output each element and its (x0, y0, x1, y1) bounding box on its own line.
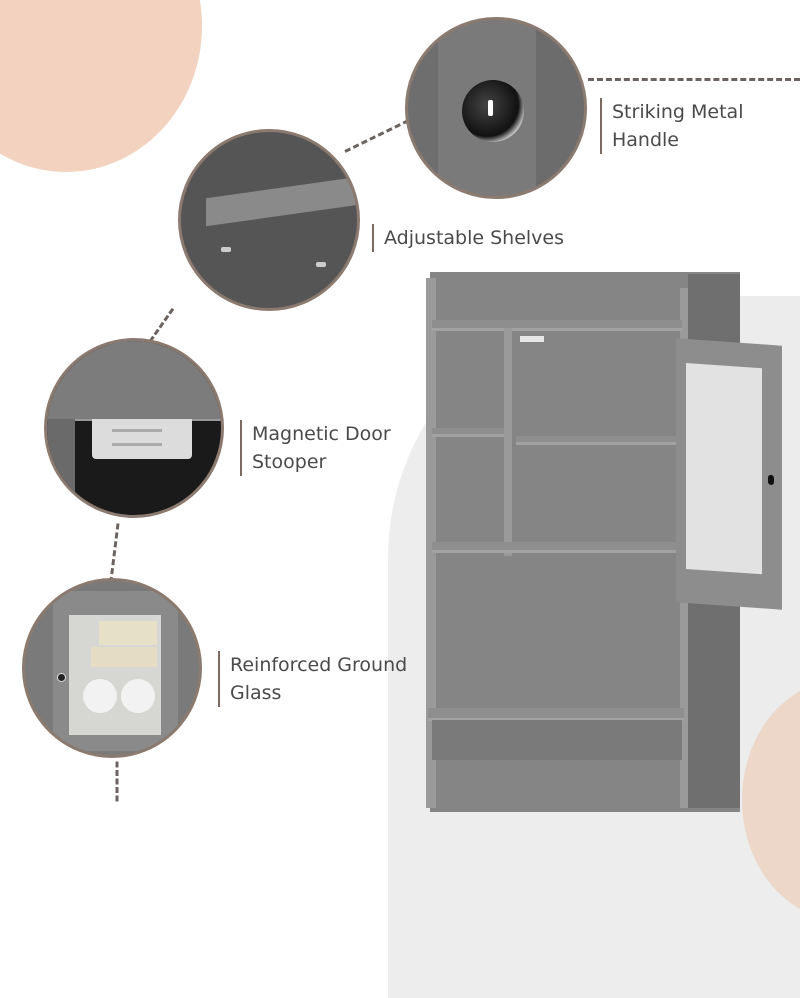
feature-label-shelves: Adjustable Shelves (372, 224, 564, 252)
feature-circle-handle (405, 17, 587, 199)
feature-label-glass: Reinforced Ground Glass (218, 651, 407, 707)
door-knob-icon (768, 474, 774, 486)
door-knob-icon (57, 673, 66, 682)
shelf-pin-icon (221, 247, 231, 252)
connector-dash-handle (588, 78, 800, 81)
magnet-latch-icon (520, 336, 544, 342)
connector-dash-bottom (115, 761, 119, 802)
connector-dash-stopper-to-shelves (148, 307, 175, 343)
metal-knob-icon (462, 80, 524, 142)
feature-circle-stopper (44, 338, 224, 518)
frosted-glass-pane (686, 362, 762, 575)
cabinet-door (676, 338, 782, 610)
shelf-board-icon (206, 175, 357, 227)
connector-dash-glass-to-stopper (109, 523, 120, 584)
cabinet-product-image (422, 268, 782, 812)
shelf-pin-icon (316, 262, 326, 267)
feature-circle-glass (22, 578, 202, 758)
frosted-glass-pane (69, 615, 161, 735)
feature-circle-shelves (178, 129, 360, 311)
magnet-latch-icon (92, 419, 192, 459)
feature-label-handle: Striking Metal Handle (600, 98, 743, 154)
feature-label-stopper: Magnetic Door Stooper (240, 420, 391, 476)
decor-peach-circle-top-left (0, 0, 202, 172)
